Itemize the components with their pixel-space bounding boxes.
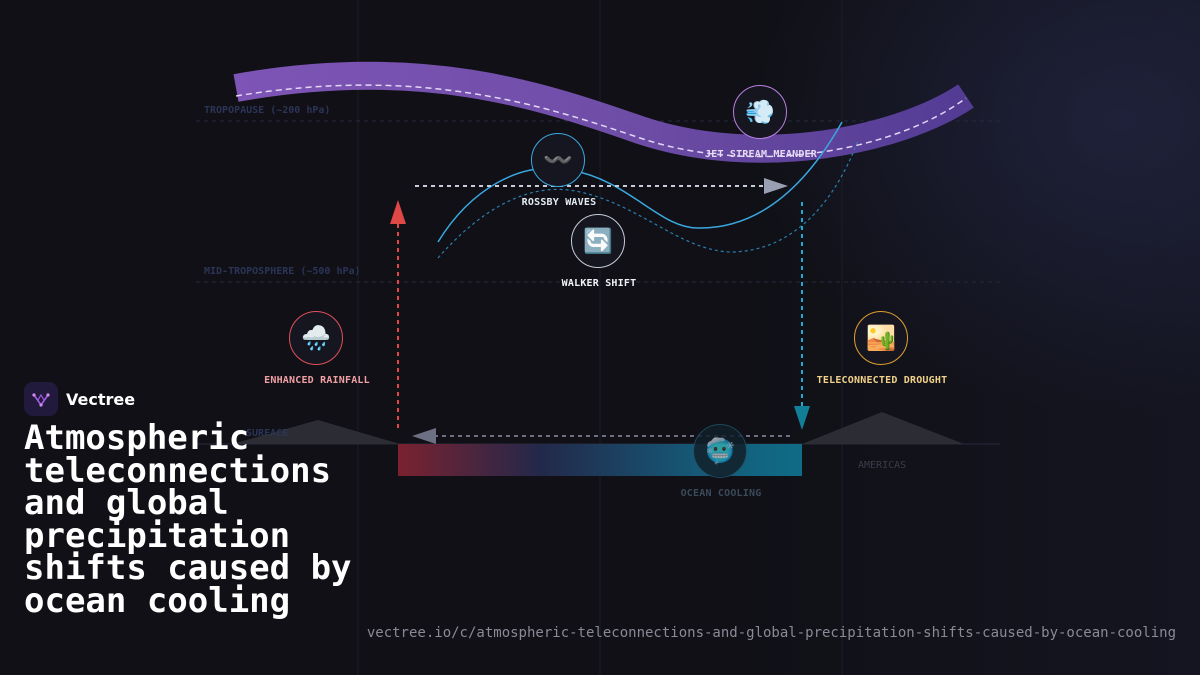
rossby-waves-node[interactable]: 〰️ (531, 133, 585, 187)
cycle-icon: 🔄 (583, 227, 613, 255)
wind-icon: 💨 (745, 98, 775, 126)
jet-stream-node[interactable]: 💨 (733, 85, 787, 139)
enhanced-rainfall-node[interactable]: 🌧️ (289, 311, 343, 365)
rain-cloud-icon: 🌧️ (301, 324, 331, 352)
rossby-waves-label: ROSSBY WAVES (521, 197, 597, 208)
rossby-wave-solid (437, 121, 843, 243)
jet-stream-label: JET STREAM MEANDER (705, 149, 817, 160)
walker-shift-label: WALKER SHIFT (561, 278, 637, 289)
landmass-left (232, 420, 400, 444)
enhanced-rainfall-label: ENHANCED RAINFALL (264, 375, 370, 386)
mid-troposphere-label: MID-TROPOSPHERE (~500 hPa) (204, 266, 361, 277)
walker-shift-node[interactable]: 🔄 (571, 214, 625, 268)
ocean-cooling-label: OCEAN COOLING (680, 488, 762, 499)
teleconnected-drought-label: TELECONNECTED DROUGHT (816, 375, 948, 386)
landmass-americas (802, 412, 964, 444)
wave-icon: 〰️ (543, 146, 573, 174)
jet-stream-centerline (235, 84, 967, 158)
cold-face-icon: 🥶 (705, 437, 735, 465)
rossby-wave-dashed (437, 139, 859, 259)
ocean-cooling-node[interactable]: 🥶 (693, 424, 747, 478)
desert-icon: 🏜️ (866, 324, 896, 352)
vectree-logo-icon (24, 382, 58, 416)
surface-label: SURFACE (246, 428, 289, 439)
tropopause-label: TROPOPAUSE (~200 hPa) (204, 105, 331, 116)
jet-stream-band (233, 61, 974, 163)
page-url[interactable]: vectree.io/c/atmospheric-teleconnections… (366, 625, 1176, 641)
page-title: Atmospheric teleconnections and global p… (24, 418, 352, 621)
americas-label: AMERICAS (858, 460, 907, 471)
brand-name: Vectree (66, 389, 136, 409)
teleconnected-drought-node[interactable]: 🏜️ (854, 311, 908, 365)
brand[interactable]: Vectree (24, 382, 135, 416)
